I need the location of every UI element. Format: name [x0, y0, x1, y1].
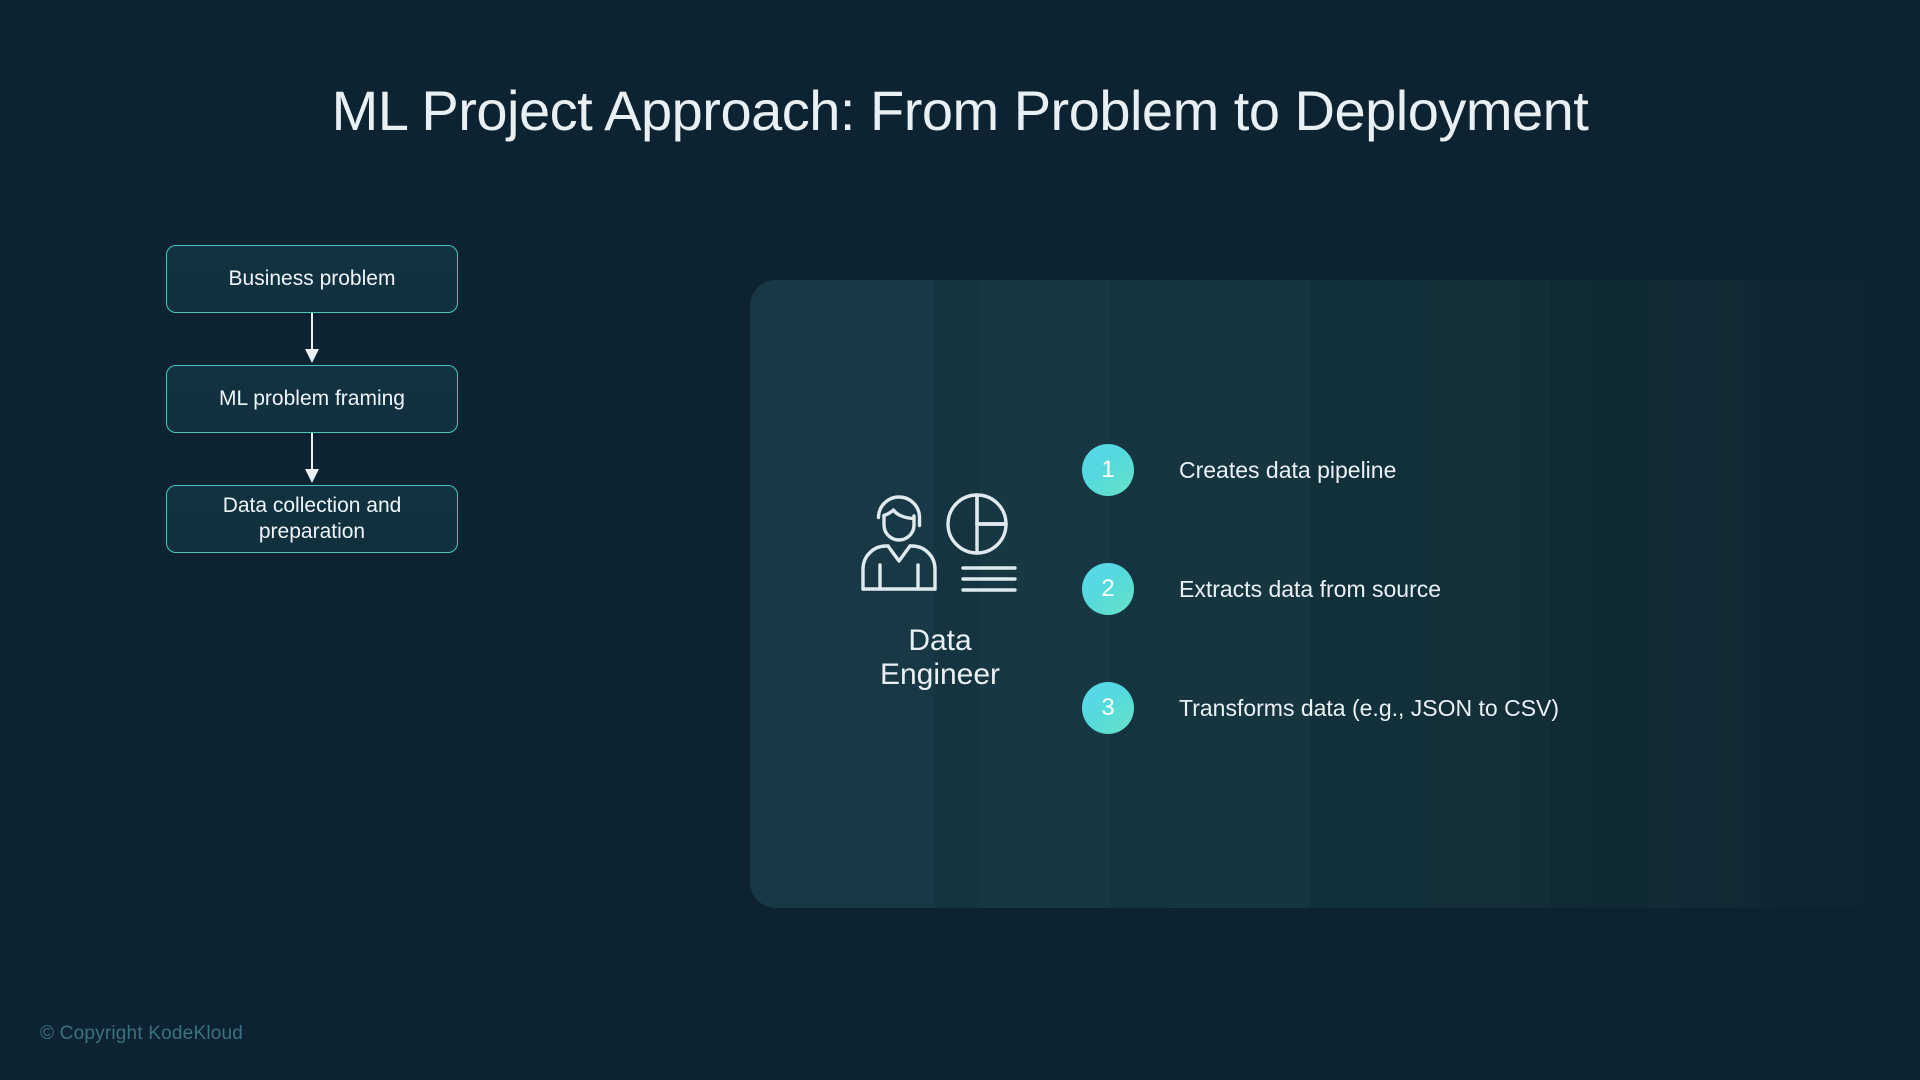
page-title: ML Project Approach: From Problem to Dep… [331, 79, 1589, 142]
persona-data-engineer: Data Engineer [820, 485, 1060, 691]
flow-arrow-down-icon [305, 433, 319, 483]
step-number-badge: 3 [1082, 682, 1134, 734]
flowchart-step-label: ML problem framing [219, 386, 405, 410]
flow-arrow-down-icon [305, 313, 319, 363]
ml-project-flowchart: Business problem ML problem framing Data… [166, 245, 458, 553]
flowchart-step-business-problem[interactable]: Business problem [166, 245, 458, 313]
list-item[interactable]: 2 Extracts data from source [1082, 559, 1842, 619]
flowchart-step-data-collection[interactable]: Data collection and preparation [166, 485, 458, 553]
step-number-badge: 2 [1082, 563, 1134, 615]
step-text: Creates data pipeline [1179, 456, 1397, 483]
copyright-notice: © Copyright KodeKloud [40, 1023, 244, 1044]
data-engineer-panel [750, 280, 1920, 908]
step-text: Transforms data (e.g., JSON to CSV) [1179, 694, 1560, 721]
data-engineer-icon [861, 493, 1017, 592]
persona-label: Data Engineer [879, 624, 1001, 691]
responsibility-list: 1 Creates data pipeline 2 Extracts data … [1082, 440, 1842, 738]
flowchart-step-label: Data collection and preparation [222, 493, 402, 543]
list-item[interactable]: 3 Transforms data (e.g., JSON to CSV) [1082, 678, 1842, 738]
flowchart-step-label: Business problem [228, 266, 396, 290]
step-text: Extracts data from source [1179, 575, 1442, 602]
panel-right-fade [750, 280, 1920, 908]
flowchart-step-ml-problem-framing[interactable]: ML problem framing [166, 365, 458, 433]
list-item[interactable]: 1 Creates data pipeline [1082, 440, 1842, 500]
step-number-badge: 1 [1082, 444, 1134, 496]
